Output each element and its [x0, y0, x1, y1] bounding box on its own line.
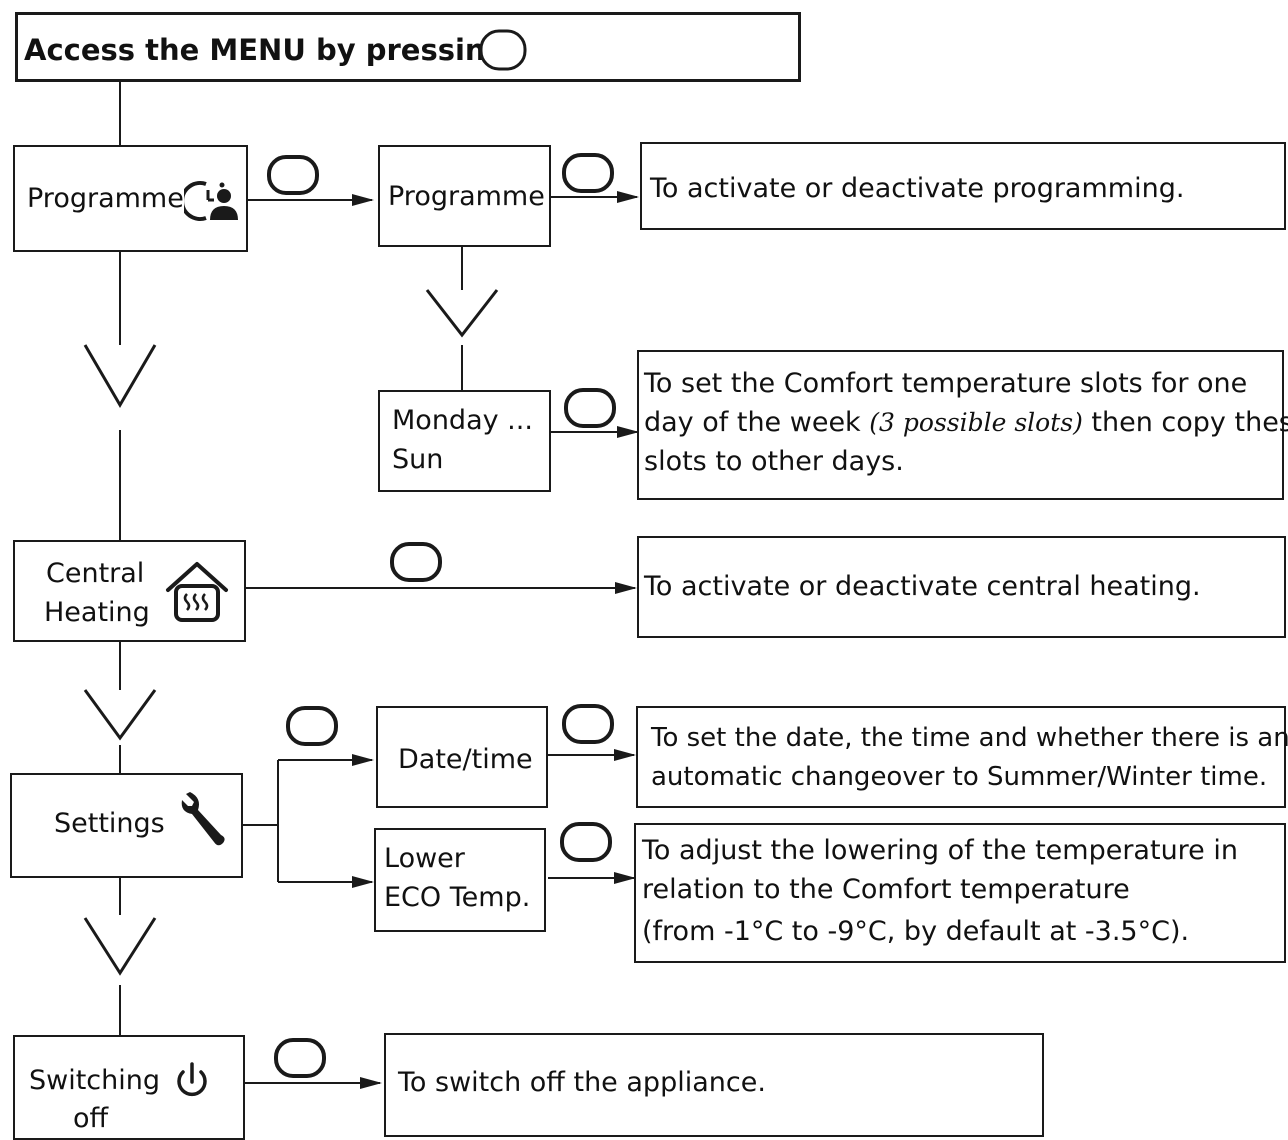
oval-button-icon: [560, 822, 612, 862]
description-programme: [640, 142, 1286, 230]
menu-item-settings-label: Settings: [54, 808, 165, 839]
submenu-days-line2: Sun: [392, 444, 444, 475]
description-days-line1: To set the Comfort temperature slots for…: [644, 368, 1248, 399]
submenu-programme[interactable]: [378, 145, 551, 247]
power-icon: [177, 1062, 207, 1097]
submenu-eco-line1: Lower: [384, 843, 465, 874]
chevron-down-icon: [83, 344, 157, 408]
submenu-days-line1: Monday ...: [392, 405, 533, 436]
description-eco-line3: (from -1°C to -9°C, by default at -3.5°C…: [642, 916, 1190, 947]
description-eco-line2: relation to the Comfort temperature: [642, 874, 1130, 905]
description-days: [637, 350, 1284, 500]
switching-off-line1: Switching: [29, 1065, 161, 1096]
submenu-programme-label: Programme: [388, 181, 545, 212]
menu-header-text: Access the MENU by pressing: [24, 33, 507, 67]
oval-button-icon: [390, 542, 442, 582]
oval-button-icon: [564, 388, 616, 428]
description-days-line3: slots to other days.: [644, 446, 904, 477]
oval-button-icon: [267, 155, 319, 195]
submenu-datetime[interactable]: [376, 706, 548, 808]
menu-item-programme-label: Programme: [27, 183, 184, 214]
description-days-line2: day of the week (3 possible slots) then …: [644, 407, 1288, 438]
description-datetime-line2: automatic changeover to Summer/Winter ti…: [651, 762, 1268, 792]
description-eco-temp: [634, 823, 1286, 963]
programme-clock-user-icon: [184, 181, 238, 221]
oval-button-icon: [286, 706, 338, 746]
chevron-down-icon: [425, 289, 499, 338]
submenu-days[interactable]: [378, 390, 551, 492]
chevron-down-icon: [83, 689, 157, 741]
description-eco-line1: To adjust the lowering of the temperatur…: [642, 835, 1238, 866]
description-central-heating-text: To activate or deactivate central heatin…: [644, 571, 1201, 602]
menu-item-central-heating[interactable]: [13, 540, 246, 642]
submenu-eco-line2: ECO Temp.: [384, 882, 531, 913]
house-heating-icon: [166, 562, 228, 622]
description-switching-off: [384, 1033, 1044, 1137]
oval-button-icon: [479, 29, 527, 71]
submenu-eco-temp[interactable]: [374, 828, 546, 932]
description-datetime: [636, 706, 1286, 808]
central-heating-line2: Heating: [44, 597, 150, 628]
description-programme-text: To activate or deactivate programming.: [650, 173, 1185, 204]
submenu-datetime-label: Date/time: [398, 744, 533, 775]
switching-off-line2: off: [73, 1103, 109, 1134]
description-switching-off-text: To switch off the appliance.: [398, 1067, 766, 1098]
description-central-heating: [637, 536, 1286, 638]
oval-button-icon: [562, 153, 614, 193]
central-heating-line1: Central: [46, 558, 145, 589]
description-datetime-line1: To set the date, the time and whether th…: [651, 723, 1288, 753]
oval-button-icon: [562, 704, 614, 744]
menu-item-switching-off[interactable]: [13, 1035, 245, 1140]
wrench-icon: [181, 792, 225, 846]
menu-header: [15, 12, 801, 82]
oval-button-icon: [274, 1038, 326, 1078]
chevron-down-icon: [83, 917, 157, 976]
menu-item-settings[interactable]: [10, 773, 243, 878]
